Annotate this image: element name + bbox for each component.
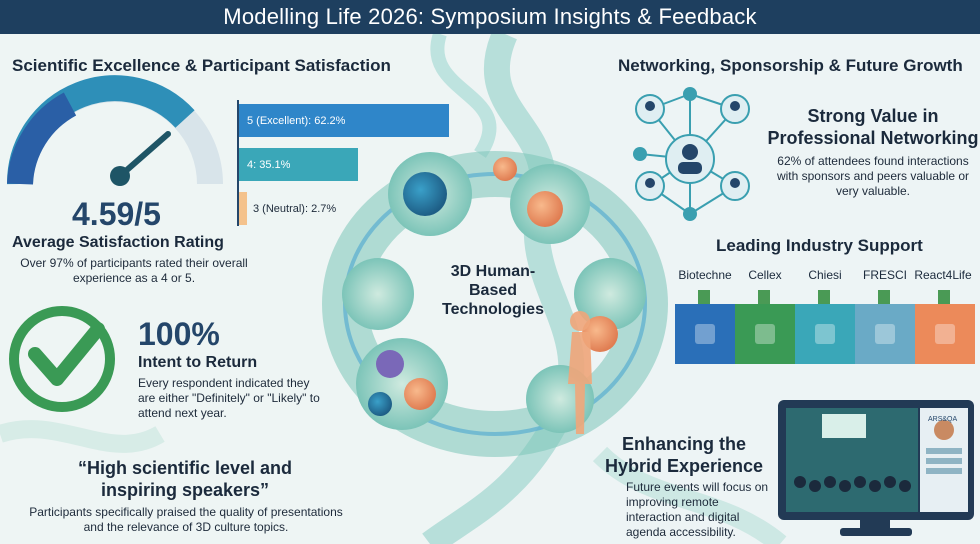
return-value: 100% — [138, 316, 220, 352]
sponsor-cellex: Cellex — [748, 268, 782, 282]
sponsor-cubes-icon — [675, 290, 975, 364]
monitor-icon — [778, 400, 974, 536]
hybrid-title: Enhancing the Hybrid Experience — [604, 434, 764, 476]
right-heading: Networking, Sponsorship & Future Growth — [618, 56, 963, 75]
rating-desc: Over 97% of participants rated their ove… — [20, 256, 248, 285]
rating-bar-label: 5 (Excellent): 62.2% — [247, 114, 346, 127]
organoid-illustration — [0, 34, 980, 544]
left-heading: Scientific Excellence & Participant Sati… — [12, 56, 391, 75]
sponsor-biotechne: Biotechne — [678, 268, 732, 282]
networking-title: Strong Value in Professional Networking — [767, 106, 979, 148]
center-label: 3D Human-Based Technologies — [442, 263, 544, 319]
quote-desc: Participants specifically praised the qu… — [29, 505, 343, 534]
rating-bar-label: 3 (Neutral): 2.7% — [253, 202, 337, 215]
sponsor-chiesi: Chiesi — [808, 268, 842, 282]
quote-text: “High scientific level and inspiring spe… — [77, 458, 293, 500]
return-desc: Every respondent indicated they are eith… — [138, 376, 320, 420]
networking-desc: 62% of attendees found interactions with… — [776, 154, 970, 198]
rating-value: 4.59/5 — [72, 196, 161, 232]
sponsor-fresci: FRESCI — [862, 268, 907, 282]
page-title: Modelling Life 2026: Symposium Insights … — [0, 0, 980, 34]
rating-bar: 3 (Neutral): 2.7% — [239, 192, 336, 225]
screen-tag: ARS&QA — [928, 416, 958, 423]
rating-bar: 5 (Excellent): 62.2% — [239, 104, 449, 137]
bar-axis — [237, 100, 239, 226]
rating-bar-label: 4: 35.1% — [247, 158, 291, 171]
return-label: Intent to Return — [138, 354, 258, 371]
hybrid-desc: Future events will focus on improving re… — [626, 480, 769, 539]
rating-label: Average Satisfaction Rating — [12, 234, 224, 251]
checkmark-icon — [9, 306, 115, 412]
rating-bar: 4: 35.1% — [239, 148, 358, 181]
gauge-icon — [6, 75, 223, 186]
sponsor-title: Leading Industry Support — [716, 236, 923, 255]
sponsor-react4life: React4Life — [914, 268, 972, 282]
